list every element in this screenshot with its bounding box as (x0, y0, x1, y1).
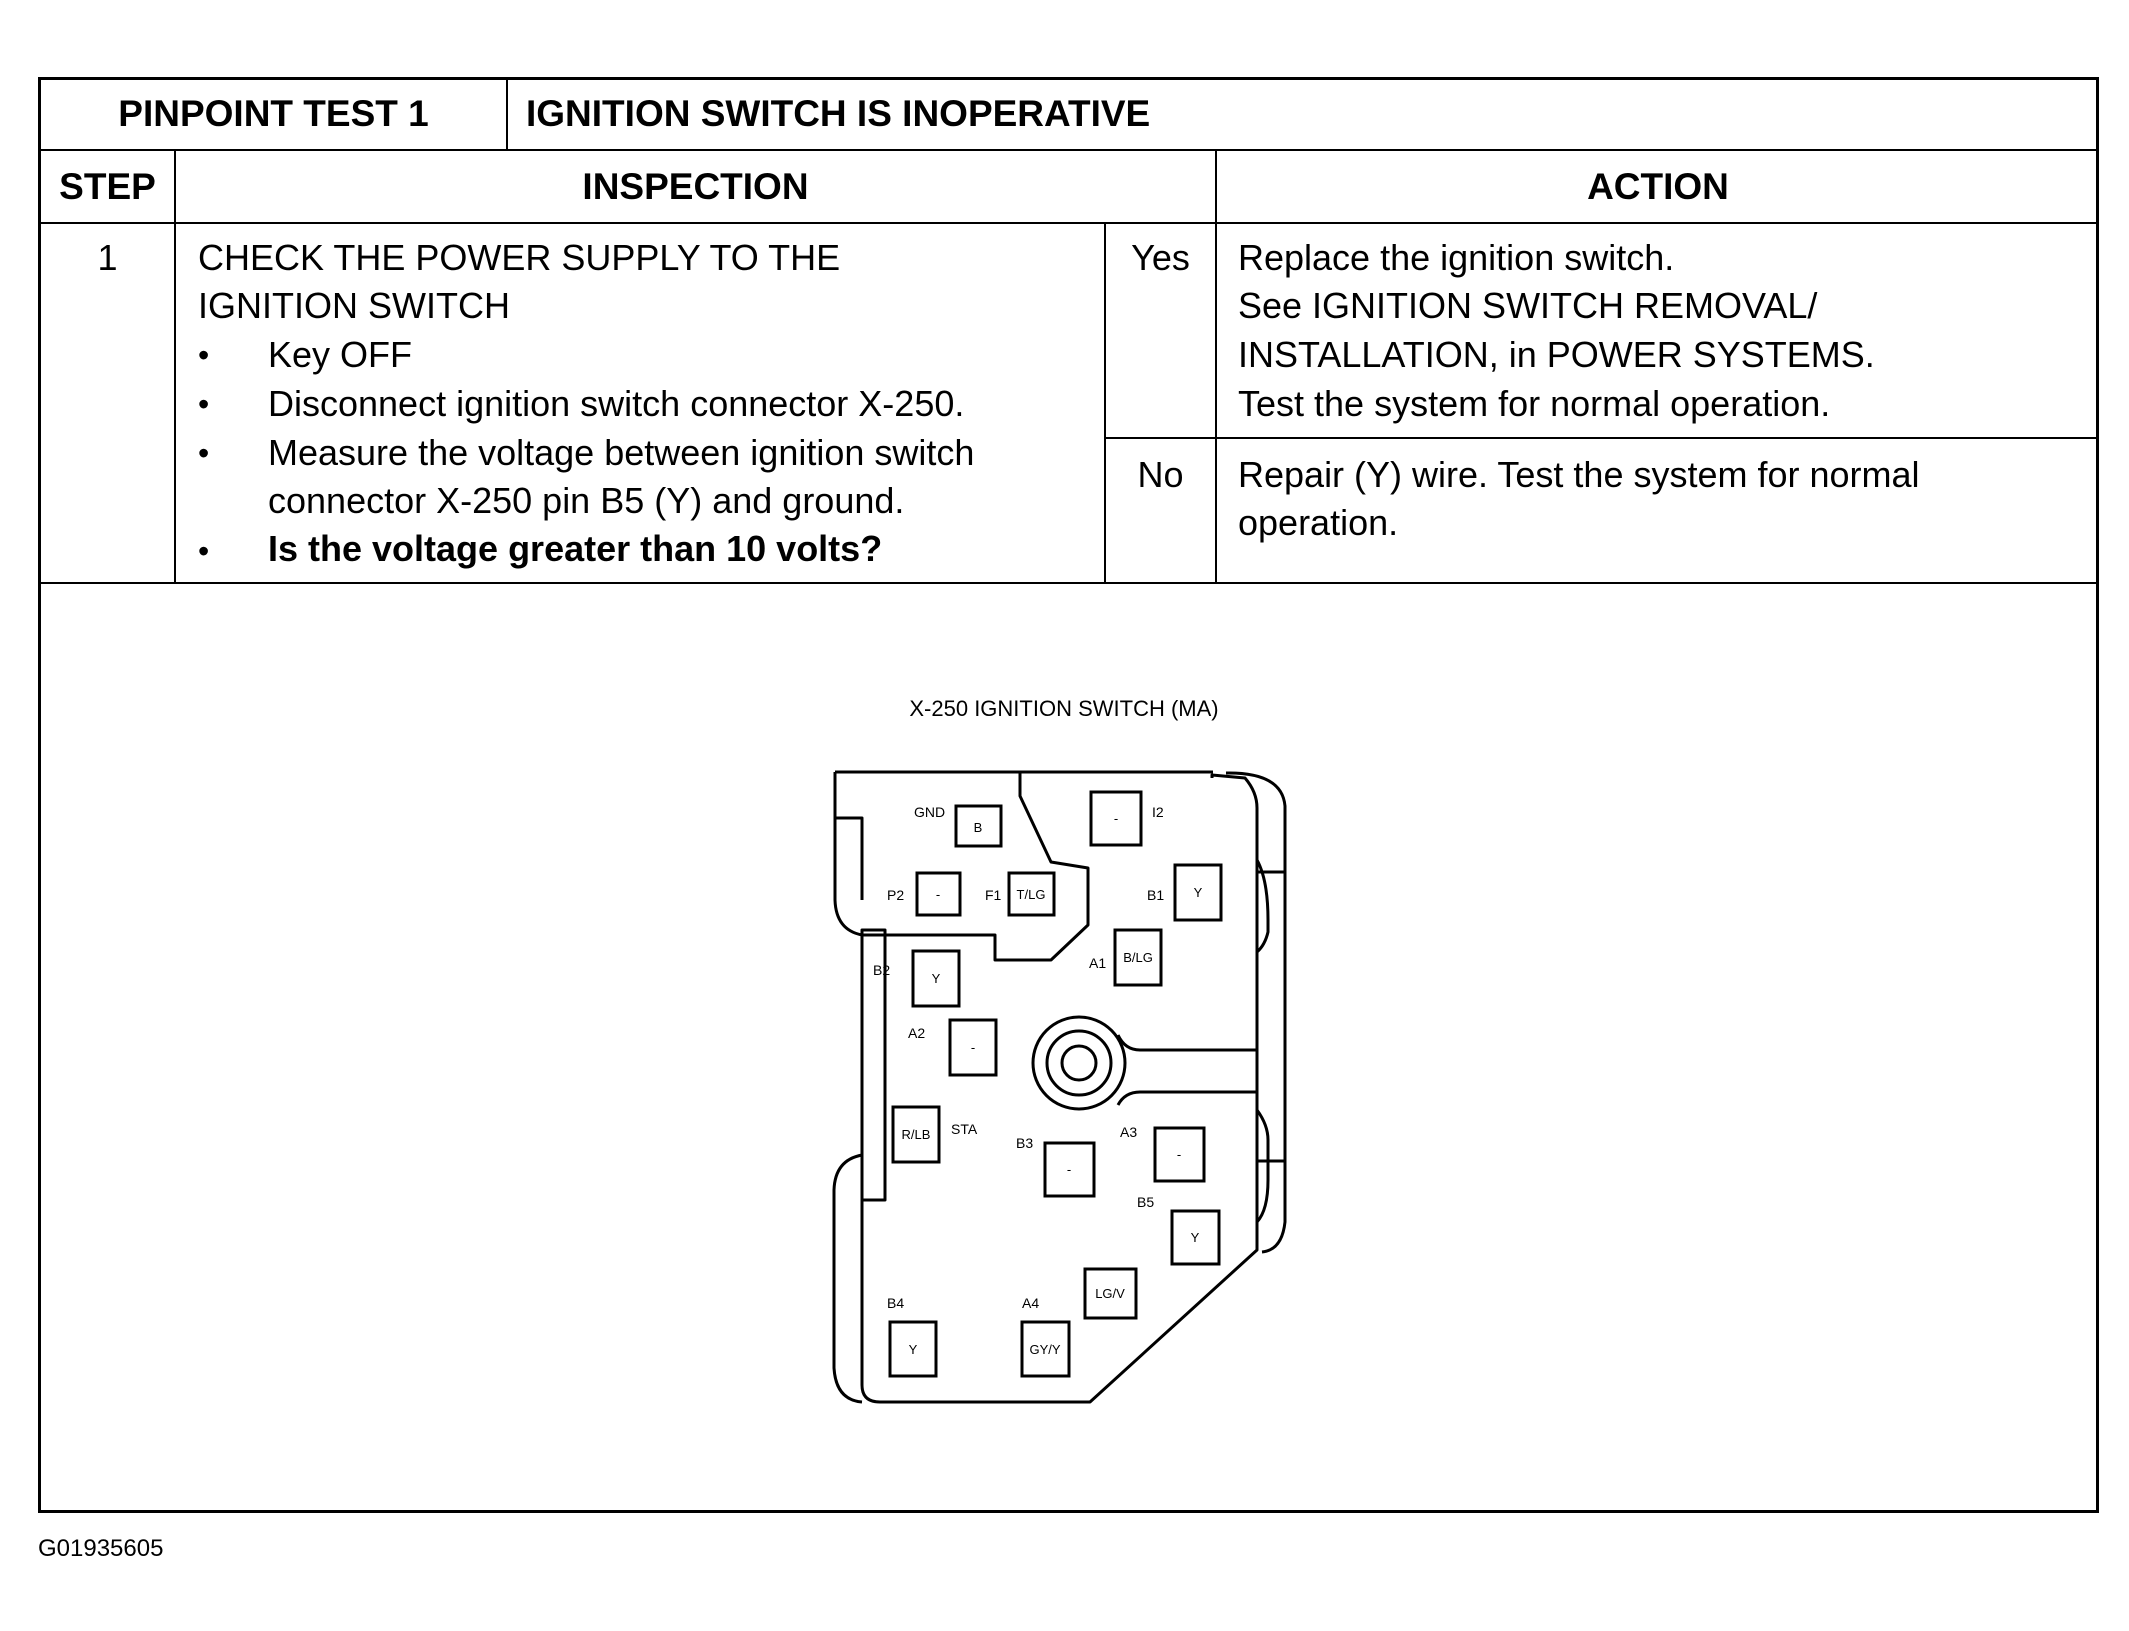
step-title-line-2: IGNITION SWITCH (198, 285, 510, 326)
bullet-icon: • (198, 386, 210, 422)
step-bullet-2: Disconnect ignition switch connector X-2… (268, 383, 965, 424)
pin-cavity-sta (891, 1105, 941, 1164)
figure-id: G01935605 (38, 1535, 164, 1562)
wire-code-b2: Y (932, 971, 941, 986)
pin-label-b3: B3 (1016, 1135, 1033, 1151)
pin-cavity-a3 (1153, 1126, 1206, 1183)
wire-code-b5: Y (1191, 1230, 1200, 1245)
action-yes-line-2: See IGNITION SWITCH REMOVAL/ (1238, 285, 1818, 326)
action-yes-line-4: Test the system for normal operation. (1238, 383, 1831, 424)
pin-cavity-b3 (1043, 1141, 1096, 1198)
pin-label-a2: A2 (908, 1025, 925, 1041)
answer-yes: Yes (1131, 237, 1190, 278)
test-title: IGNITION SWITCH IS INOPERATIVE (526, 93, 1151, 134)
pin-label-a4: A4 (1022, 1295, 1039, 1311)
wire-code-gnd: B (974, 820, 983, 835)
step-bullet-3: Measure the voltage between ignition swi… (268, 432, 975, 473)
pin-label-f1: F1 (985, 887, 1002, 903)
pin-label-p2: P2 (887, 887, 904, 903)
rule-under-title (38, 149, 2099, 151)
pin-cavities (888, 790, 1223, 1378)
bullet-icon: • (198, 533, 210, 569)
rule-under-step (38, 582, 2099, 584)
action-yes-line-3: INSTALLATION, in POWER SYSTEMS. (1238, 334, 1875, 375)
pin-cavity-b5 (1170, 1209, 1221, 1266)
pin-labels: GND I2 P2 F1 B1 A1 B2 A2 STA B3 A3 B5 B4… (873, 804, 1164, 1311)
step-bullet-1: Key OFF (268, 334, 413, 375)
wire-code-a4: GY/Y (1029, 1342, 1060, 1357)
pinpoint-test-table (38, 77, 2099, 1513)
wire-code-p2: - (936, 887, 940, 902)
pin-wire-codes: B - - T/LG Y B/LG Y - R/LB - - Y Y GY/Y … (902, 811, 1203, 1357)
wire-code-b4: Y (909, 1342, 918, 1357)
column-header-step: STEP (59, 166, 156, 207)
pin-cavity-gnd (954, 804, 1003, 848)
rule-title-divider (506, 77, 508, 150)
pin-label-b1: B1 (1147, 887, 1164, 903)
pin-label-gnd: GND (914, 804, 945, 820)
pin-cavity-a1 (1113, 928, 1163, 987)
pin-label-b2: B2 (873, 962, 890, 978)
pin-cavity-f1 (1007, 871, 1056, 917)
action-no-line-1: Repair (Y) wire. Test the system for nor… (1238, 454, 1920, 495)
rule-between-yes-no (1104, 437, 2099, 439)
wire-code-sta: R/LB (902, 1127, 931, 1142)
wire-code-b3: - (1067, 1162, 1071, 1177)
wire-code-lgv: LG/V (1095, 1286, 1125, 1301)
step-number: 1 (97, 237, 118, 278)
rule-action-column (1215, 149, 1217, 583)
pin-cavity-lgv (1083, 1267, 1138, 1320)
pin-label-i2: I2 (1152, 804, 1164, 820)
column-header-inspection: INSPECTION (582, 166, 809, 207)
step-bullet-3-cont: connector X-250 pin B5 (Y) and ground. (268, 480, 905, 521)
wire-code-b1: Y (1194, 885, 1203, 900)
pin-cavity-p2 (915, 871, 962, 917)
wire-code-f1: T/LG (1017, 887, 1046, 902)
column-header-action: ACTION (1587, 166, 1729, 207)
pin-cavity-a2 (948, 1018, 998, 1077)
action-yes-line-1: Replace the ignition switch. (1238, 237, 1675, 278)
pin-cavity-a4 (1020, 1320, 1071, 1378)
step-question: Is the voltage greater than 10 volts? (268, 528, 883, 569)
wire-code-a3: - (1177, 1147, 1181, 1162)
wire-code-a1: B/LG (1123, 950, 1153, 965)
step-title-line-1: CHECK THE POWER SUPPLY TO THE (198, 237, 841, 278)
pin-label-a1: A1 (1089, 955, 1106, 971)
rule-inspection-answer (1104, 222, 1106, 583)
bullet-icon: • (198, 435, 210, 471)
bullet-icon: • (198, 337, 210, 373)
test-id: PINPOINT TEST 1 (118, 93, 429, 134)
diagram-title: X-250 IGNITION SWITCH (MA) (909, 696, 1218, 721)
pin-label-b5: B5 (1137, 1194, 1154, 1210)
wire-code-i2: - (1114, 811, 1118, 826)
pin-label-a3: A3 (1120, 1124, 1137, 1140)
action-no-line-2: operation. (1238, 502, 1399, 543)
answer-no: No (1137, 454, 1184, 495)
pin-cavity-i2 (1089, 790, 1143, 847)
wire-code-a2: - (971, 1040, 975, 1055)
pin-cavity-b2 (911, 949, 961, 1008)
rule-step-column (174, 149, 176, 583)
pin-label-b4: B4 (887, 1295, 904, 1311)
connector-outline (832, 770, 1287, 1404)
pin-cavity-b4 (888, 1320, 938, 1378)
rule-under-headers (38, 222, 2099, 224)
pin-cavity-b1 (1173, 863, 1223, 922)
pin-label-sta: STA (951, 1121, 978, 1137)
